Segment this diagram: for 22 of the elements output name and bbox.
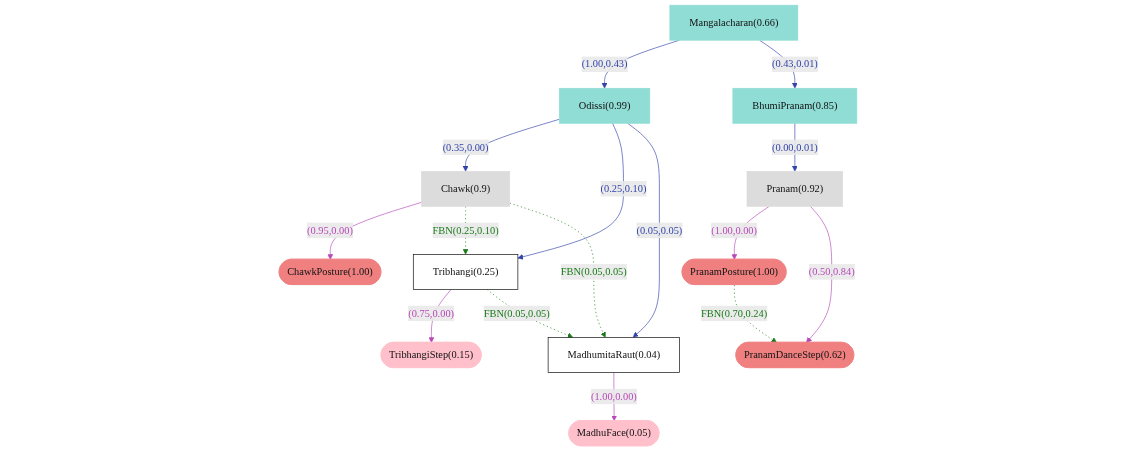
edge-label: (0.35,0.00)	[442, 141, 489, 153]
node-box: Chawk(0.9)	[421, 171, 511, 207]
edge-label: FBN(0.05,0.05)	[560, 266, 627, 278]
node-box: Pranam(0.92)	[746, 171, 844, 207]
node-box: Mangalacharan(0.66)	[669, 4, 799, 41]
edge-label: (0.75,0.00)	[408, 307, 455, 319]
edge-label: FBN(0.25,0.10)	[432, 224, 499, 236]
edge-label: FBN(0.05,0.05)	[483, 307, 550, 319]
edge-label: (1.00,0.00)	[590, 390, 637, 402]
edge-label: FBN(0.70,0.24)	[701, 307, 768, 319]
edge-label: (0.00,0.01)	[771, 141, 818, 153]
edge-label: (0.43,0.01)	[771, 58, 818, 70]
edge-label: (0.05,0.05)	[636, 224, 683, 236]
edge-label: (1.00,0.43)	[581, 58, 628, 70]
edge-label: (1.00,0.00)	[711, 224, 758, 236]
edge-label: (0.95,0.00)	[307, 224, 353, 236]
node-box: Odissi(0.99)	[558, 87, 651, 124]
node-box: MadhumitaRaut(0.04)	[547, 337, 680, 373]
edge-label: (0.50,0.84)	[808, 266, 855, 278]
node-box: BhumiPranam(0.85)	[732, 87, 858, 124]
node-box: Tribhangi(0.25)	[412, 254, 519, 290]
edge-label: (0.25,0.10)	[600, 183, 647, 195]
